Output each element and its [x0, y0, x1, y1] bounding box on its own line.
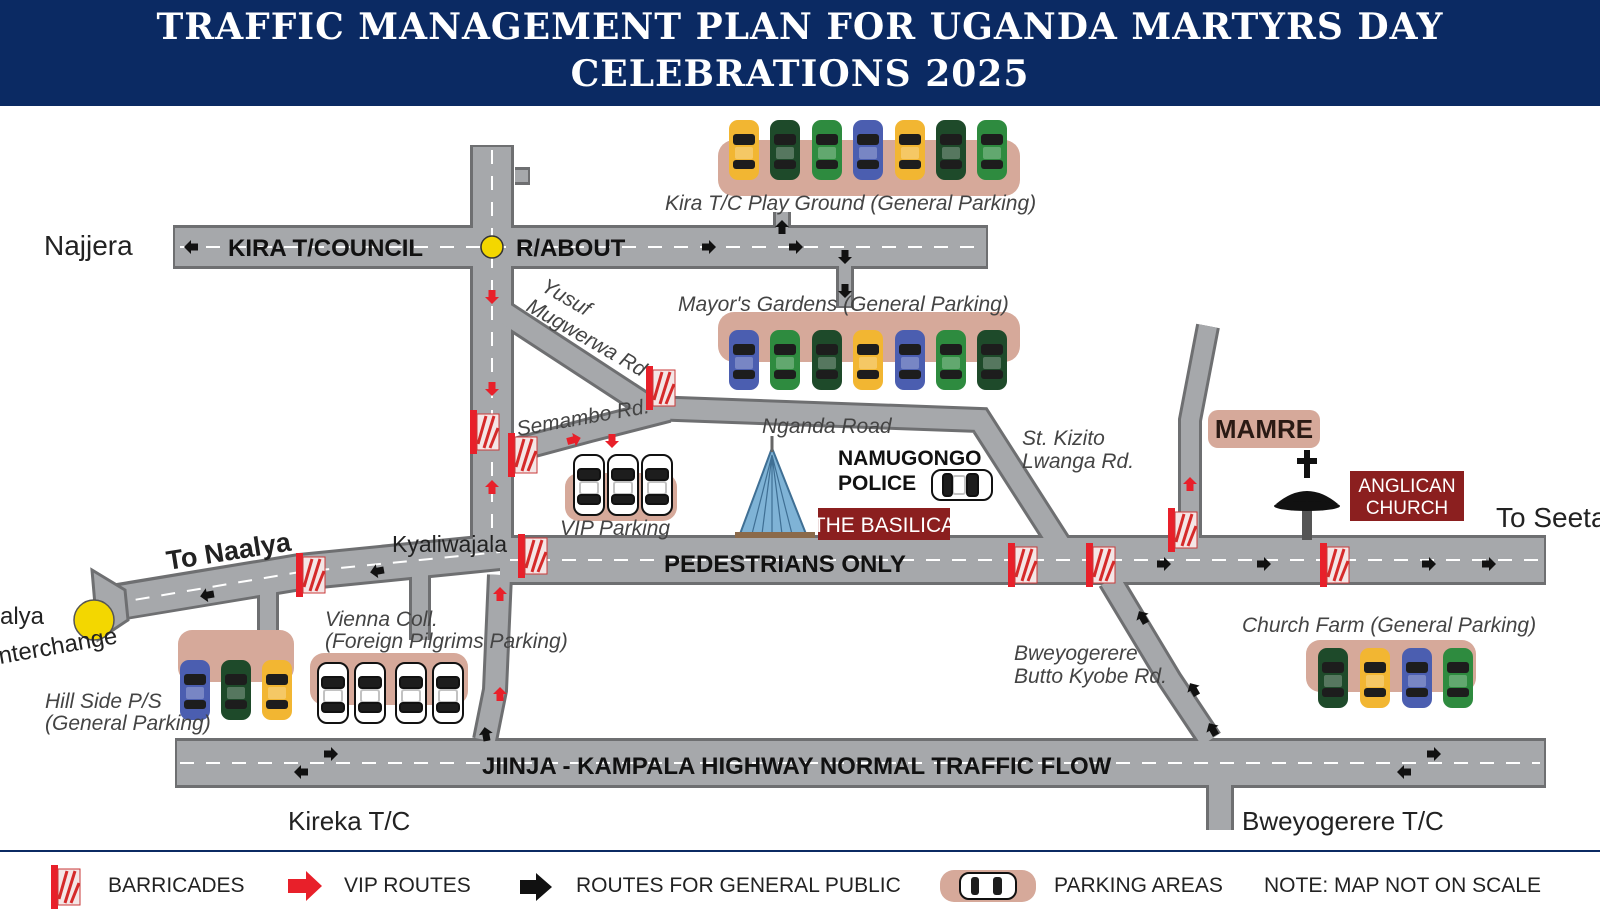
vip-arrow-legend-icon: [288, 871, 322, 901]
parking-mayors-gardens-label: Mayor's Gardens (General Parking): [678, 293, 1009, 316]
place-bweyogerere-tc: Bweyogerere T/C: [1242, 806, 1444, 836]
parking-vienna-label-2: (Foreign Pilgrims Parking): [325, 630, 568, 653]
place-mamre: MAMRE: [1215, 414, 1313, 444]
place-basilica: THE BASILICA: [813, 514, 955, 537]
police-car-icon: [931, 469, 993, 501]
road-highway: JIINJA - KAMPALA HIGHWAY NORMAL TRAFFIC …: [482, 753, 1112, 780]
road-kizito-2: Lwanga Rd.: [1022, 450, 1134, 473]
road-kizito-1: St. Kizito: [1022, 427, 1105, 450]
legend-note: NOTE: MAP NOT ON SCALE: [1264, 874, 1541, 897]
church-icon: [1274, 450, 1340, 540]
place-najjera: Najjera: [44, 230, 133, 261]
road-bwey-2: Butto Kyobe Rd.: [1014, 665, 1167, 688]
mamre-label-box: [1208, 410, 1320, 448]
basilica-label-box: [818, 508, 950, 540]
parking-church-farm: [1306, 640, 1476, 708]
header-banner: TRAFFIC MANAGEMENT PLAN FOR UGANDA MARTY…: [0, 0, 1600, 106]
place-to-seeta: To Seeta: [1496, 502, 1600, 533]
place-anglican-2: CHURCH: [1366, 498, 1448, 519]
legend-vip-routes: VIP ROUTES: [344, 874, 471, 897]
road-kira-tc: KIRA T/COUNCIL: [228, 235, 423, 262]
road-nganda: Nganda Road: [762, 415, 893, 438]
place-naalya-1: alya: [0, 603, 45, 630]
parking-kira-playground-label: Kira T/C Play Ground (General Parking): [665, 192, 1036, 215]
basilica-icon: [735, 436, 815, 538]
barricade-legend-icon: [51, 865, 81, 909]
parking-church-farm-label: Church Farm (General Parking): [1242, 614, 1536, 637]
public-arrow-legend-icon: [520, 873, 552, 901]
page-title: TRAFFIC MANAGEMENT PLAN FOR UGANDA MARTY…: [0, 0, 1600, 98]
road-network: [90, 145, 1546, 830]
legend-public-routes: ROUTES FOR GENERAL PUBLIC: [576, 874, 901, 897]
parking-hillside-label-2: (General Parking): [45, 712, 211, 735]
traffic-map: Najjera KIRA T/COUNCIL R/ABOUT Kira T/C …: [0, 120, 1600, 836]
road-bwey-1: Bweyogerere: [1014, 642, 1138, 665]
parking-vip-label: VIP Parking: [560, 517, 670, 540]
parking-vienna-college: [310, 653, 468, 724]
place-police-1: NAMUGONGO: [838, 447, 982, 470]
naalya-roundabout: [73, 599, 115, 641]
legend-parking-areas: PARKING AREAS: [1054, 874, 1223, 897]
parking-mayors-gardens: [718, 312, 1020, 390]
road-pedestrians-only: PEDESTRIANS ONLY: [664, 551, 906, 578]
anglican-label-box: [1350, 471, 1464, 521]
place-police-2: POLICE: [838, 472, 916, 495]
legend: BARRICADES VIP ROUTES ROUTES FOR GENERAL…: [0, 850, 1600, 922]
title-line-1: TRAFFIC MANAGEMENT PLAN FOR UGANDA MARTY…: [156, 6, 1444, 48]
kira-roundabout: [480, 235, 504, 259]
parking-legend-icon: [940, 870, 1036, 902]
place-kireka: Kireka T/C: [288, 806, 410, 836]
parking-hillside: [178, 630, 294, 720]
parking-hillside-label-1: Hill Side P/S: [45, 690, 162, 713]
road-rabout: R/ABOUT: [516, 235, 626, 262]
place-kyaliwajala: Kyaliwajala: [392, 531, 507, 557]
parking-vip: [565, 454, 677, 521]
legend-barricades: BARRICADES: [108, 874, 245, 897]
parking-vienna-label-1: Vienna Coll.: [325, 608, 438, 631]
place-anglican-1: ANGLICAN: [1358, 476, 1455, 497]
title-line-2: CELEBRATIONS 2025: [570, 53, 1030, 95]
parking-kira-playground: [718, 120, 1020, 196]
